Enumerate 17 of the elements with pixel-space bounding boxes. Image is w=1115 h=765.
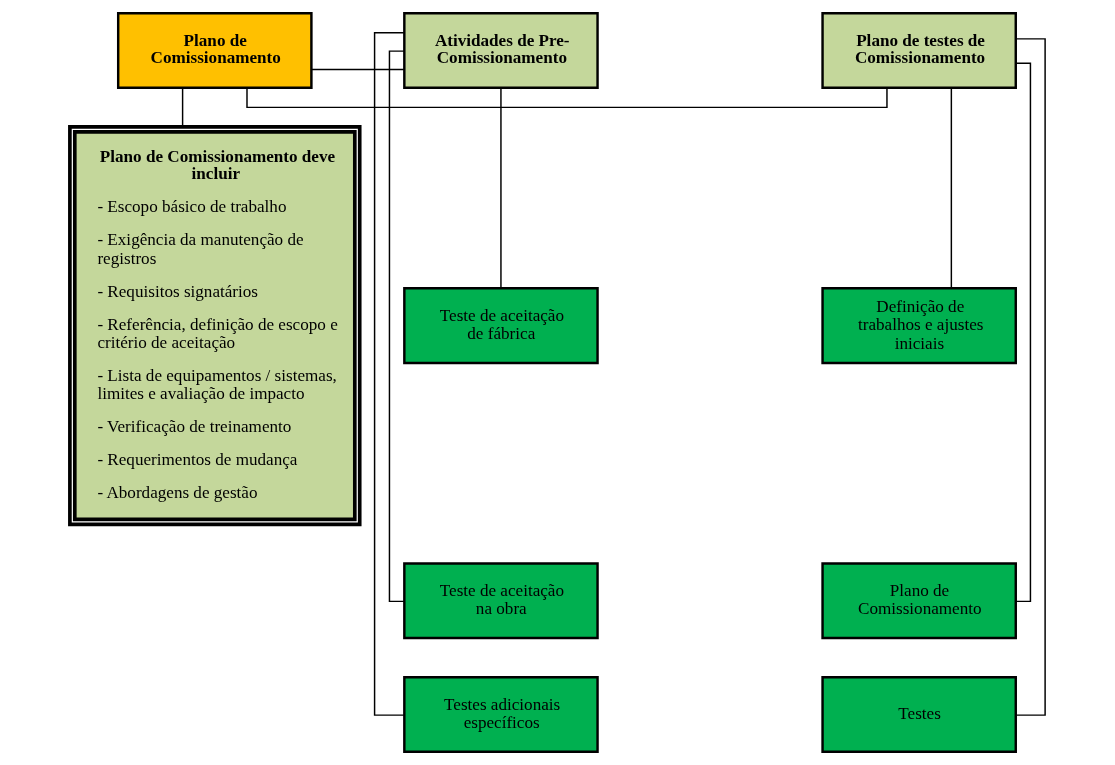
node-box: Atividades de Pre-Comissionamento [403,11,599,89]
node-box: Testes [821,676,1017,754]
connector [373,32,405,716]
node-box: Teste de aceitação na obra [403,562,599,640]
node-box: Teste de aceitação de fábrica [403,287,599,365]
connector [500,87,502,289]
node-box: Plano de Comissionamento deve incluir - Escopo básico de trabalho - Exigência da manutenção de registros - Requisitos signatários - Referência, definição de escopo e critério de aceitação - Lista de equipamentos / sistemas, limites e avaliação de impacto - Verificação de treinamento - Requerimentos de mudança - Abordagens de gestão [68,125,362,527]
node-box: Plano de testes de Comissionamento [821,11,1017,89]
node-box: Testes adicionais específicos [403,676,599,754]
connector [181,87,184,128]
connector [950,87,953,289]
node-box: Plano de Comissionamento [821,562,1017,640]
node-box: Definição de trabalhos e ajustes iniciais [821,287,1017,365]
connector [1015,38,1046,716]
connector [310,68,405,71]
connector [246,87,888,109]
node-box: Plano de Comissionamento [116,11,313,89]
